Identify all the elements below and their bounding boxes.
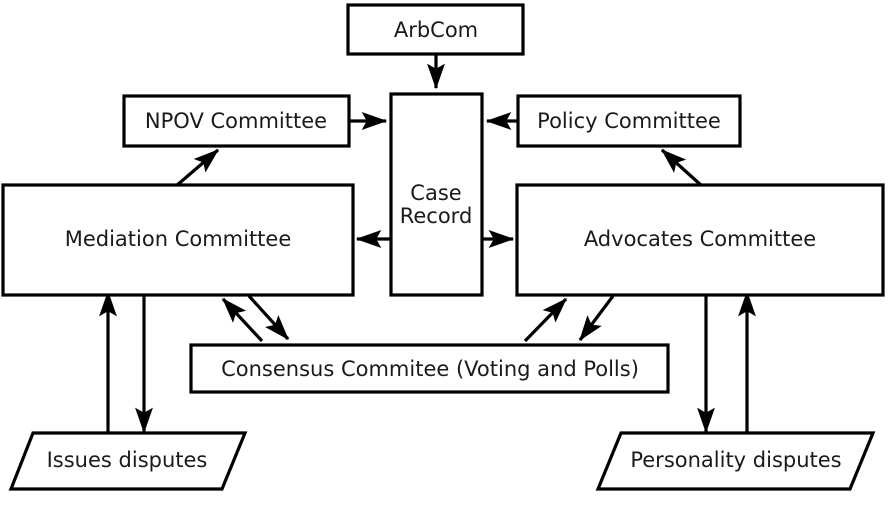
personality-disputes-shape[interactable] <box>595 431 876 491</box>
npov-committee-box[interactable] <box>122 94 351 148</box>
edge-mediation-to-npov <box>174 148 220 188</box>
node-policy-committee[interactable]: Policy Committee <box>516 94 742 148</box>
edges-layer <box>99 54 756 434</box>
case-record-box[interactable] <box>389 92 484 297</box>
arbcom-box[interactable] <box>346 3 525 56</box>
node-advocates-committee[interactable]: Advocates Committee <box>515 183 885 297</box>
policy-committee-box[interactable] <box>516 94 742 148</box>
node-case-record[interactable]: Case Record <box>389 92 484 297</box>
node-mediation-committee[interactable]: Mediation Committee <box>1 183 355 297</box>
mediation-committee-box[interactable] <box>1 183 355 297</box>
edge-advocates-to-policy <box>660 148 704 188</box>
edge-mediation-to-consensus <box>247 294 290 341</box>
edge-consensus-to-advocates <box>523 297 568 343</box>
node-npov-committee[interactable]: NPOV Committee <box>122 94 351 148</box>
issues-disputes-shape[interactable] <box>8 431 248 491</box>
advocates-committee-box[interactable] <box>515 183 885 297</box>
edge-advocates-to-consensus <box>578 295 615 342</box>
edge-consensus-to-mediation <box>221 297 264 343</box>
node-issues-disputes[interactable]: Issues disputes <box>8 431 248 491</box>
consensus-committee-box[interactable] <box>189 343 670 394</box>
node-arbcom[interactable]: ArbCom <box>346 3 525 56</box>
node-personality-disputes[interactable]: Personality disputes <box>595 431 876 491</box>
node-consensus-committee[interactable]: Consensus Commitee (Voting and Polls) <box>189 343 670 394</box>
